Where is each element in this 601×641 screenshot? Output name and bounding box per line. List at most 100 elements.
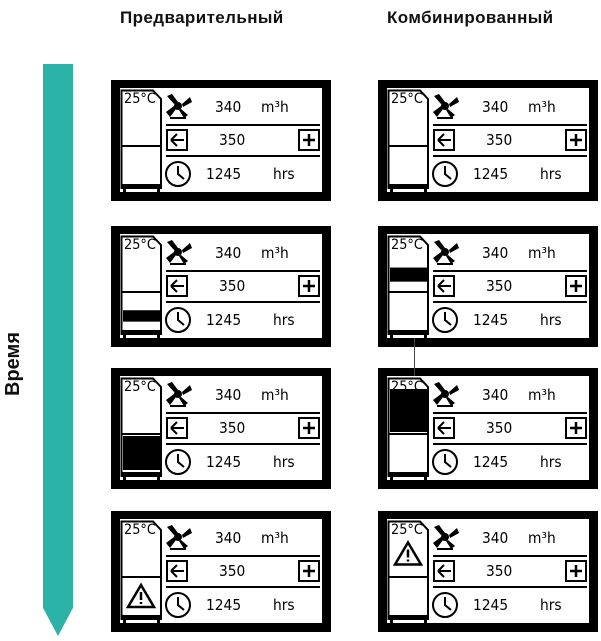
hours-unit: hrs: [273, 453, 295, 471]
minus-icon: [166, 417, 188, 439]
airflow-unit: m³h: [528, 98, 556, 116]
display-screen-combined-3: 25°C 340 m³h 350 1245 hrs: [378, 368, 598, 489]
fan-icon: [166, 240, 192, 265]
fan-icon: [433, 382, 459, 407]
display-screen-pre-3: 25°C 340 m³h 350 1245 hrs: [111, 368, 331, 489]
lcd-panel: 25°C 340 m³h 350 1245 hrs: [120, 376, 322, 480]
hours-value: 1245: [473, 453, 509, 471]
hours-unit: hrs: [540, 596, 562, 614]
timeline-arrow: [26, 64, 90, 636]
hours-value: 1245: [473, 596, 509, 614]
clock-icon: [432, 307, 458, 333]
timeline-arrow-head: [26, 576, 90, 636]
setpoint-value: 350: [219, 419, 246, 437]
hours-value: 1245: [206, 165, 242, 183]
plus-icon: [298, 560, 320, 582]
filter-full-fill: [390, 389, 427, 432]
timeline-arrow-shaft: [43, 64, 73, 576]
setpoint-value: 350: [219, 131, 246, 149]
hours-unit: hrs: [540, 165, 562, 183]
lower-filter-slot: [123, 436, 160, 470]
filter-cabinet: [120, 89, 162, 192]
lower-filter-slot: [125, 582, 157, 609]
temperature-label: 25°C: [124, 91, 156, 107]
airflow-unit: m³h: [528, 386, 556, 404]
setpoint-value: 350: [219, 562, 246, 580]
connector-line: [414, 338, 415, 376]
temperature-label: 25°C: [124, 522, 156, 538]
temperature-label: 25°C: [124, 237, 156, 253]
fan-icon: [433, 94, 459, 119]
temperature-label: 25°C: [391, 522, 423, 538]
filter-cabinet: [387, 235, 429, 338]
hours-value: 1245: [473, 311, 509, 329]
minus-icon: [166, 560, 188, 582]
hours-unit: hrs: [273, 165, 295, 183]
hours-value: 1245: [473, 165, 509, 183]
column-header-pre: Предварительный: [120, 8, 284, 27]
airflow-unit: m³h: [528, 529, 556, 547]
airflow-value: 340: [482, 244, 509, 262]
upper-filter-slot: [390, 267, 427, 282]
filter-cabinet: [120, 377, 162, 480]
hours-value: 1245: [206, 453, 242, 471]
hours-unit: hrs: [540, 311, 562, 329]
hours-value: 1245: [206, 596, 242, 614]
temperature-label: 25°C: [391, 379, 423, 395]
display-screen-pre-4: 25°C 340 m³h 350 1245 hrs: [111, 511, 331, 632]
plus-icon: [298, 275, 320, 297]
hours-unit: hrs: [273, 311, 295, 329]
airflow-unit: m³h: [261, 244, 289, 262]
minus-icon: [433, 129, 455, 151]
minus-icon: [433, 417, 455, 439]
clock-icon: [165, 307, 191, 333]
airflow-value: 340: [215, 98, 242, 116]
display-screen-pre-2: 25°C 340 m³h 350 1245 hrs: [111, 226, 331, 347]
airflow-value: 340: [215, 529, 242, 547]
upper-filter-slot: [392, 540, 424, 566]
minus-icon: [433, 275, 455, 297]
display-screen-combined-1: 25°C 340 m³h 350 1245 hrs: [378, 80, 598, 201]
filter-full-fill: [123, 436, 160, 470]
plus-icon: [565, 417, 587, 439]
fan-icon: [166, 525, 192, 550]
airflow-unit: m³h: [261, 529, 289, 547]
fan-icon: [433, 525, 459, 550]
airflow-value: 340: [482, 529, 509, 547]
clock-icon: [432, 161, 458, 187]
temperature-label: 25°C: [391, 237, 423, 253]
temperature-label: 25°C: [124, 379, 156, 395]
timeline-label: Время: [2, 332, 24, 396]
minus-icon: [166, 275, 188, 297]
lcd-panel: 25°C 340 m³h 350 1245 hrs: [120, 88, 322, 192]
lower-filter-slot: [123, 310, 160, 322]
display-screen-combined-2: 25°C 340 m³h 350 1245 hrs: [378, 226, 598, 347]
airflow-value: 340: [215, 386, 242, 404]
airflow-value: 340: [482, 386, 509, 404]
filter-cabinet: [120, 520, 162, 623]
hours-value: 1245: [206, 311, 242, 329]
plus-icon: [565, 275, 587, 297]
plus-icon: [565, 129, 587, 151]
filter-cabinet: [387, 89, 429, 192]
filter-cabinet: [387, 377, 429, 480]
plus-icon: [298, 129, 320, 151]
plus-icon: [565, 560, 587, 582]
fan-icon: [166, 94, 192, 119]
setpoint-value: 350: [486, 131, 513, 149]
airflow-unit: m³h: [528, 244, 556, 262]
clock-icon: [165, 161, 191, 187]
lcd-panel: 25°C 340 m³h 350 1245 hrs: [120, 519, 322, 623]
setpoint-value: 350: [486, 419, 513, 437]
clock-icon: [165, 592, 191, 618]
filter-partial-fill: [390, 267, 427, 282]
airflow-value: 340: [215, 244, 242, 262]
setpoint-value: 350: [486, 562, 513, 580]
hours-unit: hrs: [273, 596, 295, 614]
fan-icon: [166, 382, 192, 407]
clock-icon: [165, 449, 191, 475]
lcd-panel: 25°C 340 m³h 350 1245 hrs: [387, 88, 589, 192]
minus-icon: [433, 560, 455, 582]
filter-cabinet: [387, 520, 429, 623]
fan-icon: [433, 240, 459, 265]
